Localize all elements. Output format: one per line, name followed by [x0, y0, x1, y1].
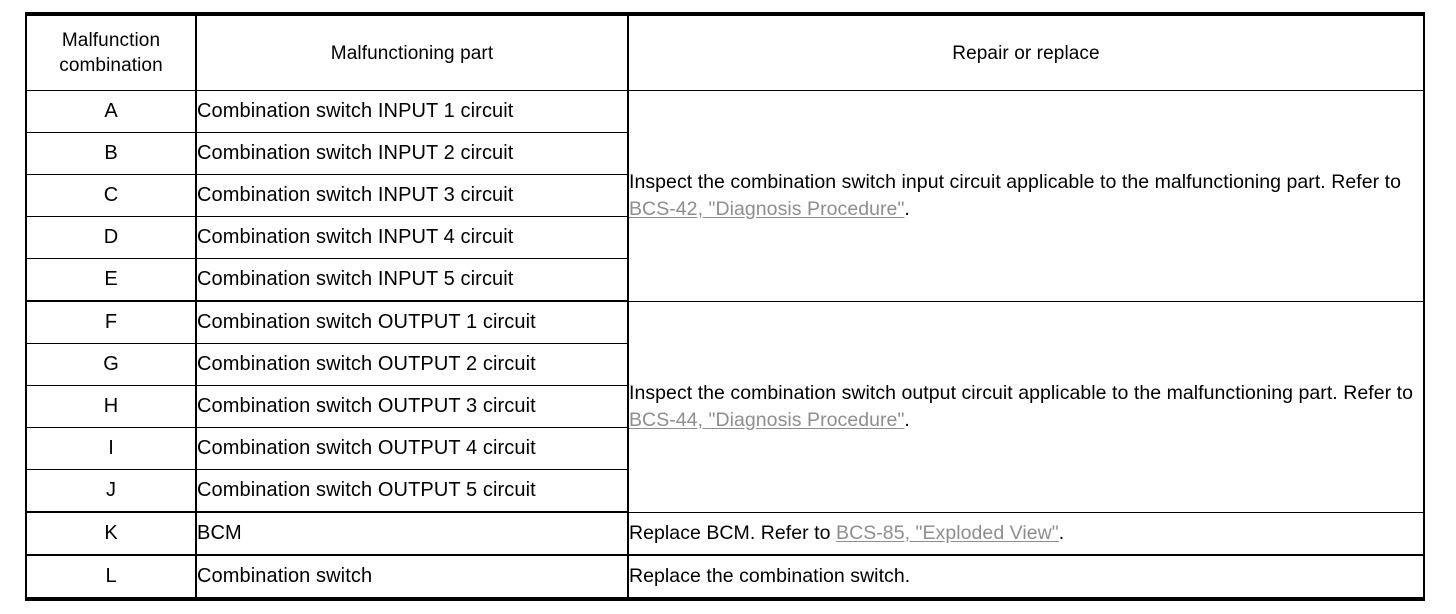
repair-text-combination-switch: Replace the combination switch.	[629, 563, 1423, 590]
cell-combination: F	[25, 300, 197, 344]
repair-text-after: .	[904, 408, 910, 431]
cell-part: Combination switch INPUT 1 circuit	[195, 90, 629, 133]
cell-part: Combination switch INPUT 3 circuit	[195, 174, 629, 217]
table-row: D Combination switch INPUT 4 circuit	[25, 216, 1424, 259]
table-row: F Combination switch OUTPUT 1 circuit In…	[25, 300, 1425, 513]
table-container: Malfunction combination Malfunctioning p…	[25, 12, 1425, 601]
cell-part: Combination switch OUTPUT 1 circuit	[195, 300, 629, 344]
cell-repair-input-group: Inspect the combination switch input cir…	[627, 90, 1425, 302]
table-row: J Combination switch OUTPUT 5 circuit	[25, 469, 1424, 513]
cell-combination: B	[25, 132, 197, 175]
header-malfunction-combination: Malfunction combination	[25, 12, 197, 91]
cell-combination: H	[25, 385, 197, 428]
repair-text-before: Replace the combination switch.	[629, 565, 911, 587]
repair-text-input-group: Inspect the combination switch input cir…	[629, 169, 1423, 223]
header-malfunctioning-part: Malfunctioning part	[195, 12, 629, 91]
table-row: H Combination switch OUTPUT 3 circuit	[25, 385, 1424, 428]
cross-reference-link-bcs-42[interactable]: BCS-42, "Diagnosis Procedure"	[629, 197, 905, 220]
repair-text-before: Inspect the combination switch output ci…	[629, 381, 1413, 404]
table-body: A Combination switch INPUT 1 circuit Ins…	[25, 90, 1425, 601]
header-malfunction-combination-line2: combination	[59, 55, 163, 76]
repair-text-before: Replace BCM. Refer to	[629, 521, 837, 544]
table-row: C Combination switch INPUT 3 circuit	[25, 174, 1424, 217]
cell-combination: E	[25, 258, 197, 302]
malfunction-combination-table: Malfunction combination Malfunctioning p…	[25, 12, 1425, 601]
cell-combination: C	[25, 174, 197, 217]
cell-combination: I	[25, 427, 197, 470]
repair-text-after: .	[1058, 521, 1065, 544]
cell-part: Combination switch INPUT 4 circuit	[195, 216, 629, 259]
cell-repair-bcm: Replace BCM. Refer to BCS-85, "Exploded …	[627, 511, 1425, 556]
table-row: B Combination switch INPUT 2 circuit	[25, 132, 1424, 175]
table-row: L Combination switch Replace the combina…	[25, 554, 1425, 601]
cell-repair-output-group: Inspect the combination switch output ci…	[627, 300, 1425, 513]
table-row: G Combination switch OUTPUT 2 circuit	[25, 343, 1424, 386]
cell-combination: L	[25, 554, 197, 601]
table-row: I Combination switch OUTPUT 4 circuit	[25, 427, 1424, 470]
cell-repair-combination-switch: Replace the combination switch.	[627, 554, 1425, 601]
cell-part: Combination switch OUTPUT 4 circuit	[195, 427, 629, 470]
header-malfunction-combination-line1: Malfunction	[61, 30, 161, 51]
cell-part: Combination switch OUTPUT 3 circuit	[195, 385, 629, 428]
header-repair-or-replace: Repair or replace	[627, 12, 1425, 91]
table-row: K BCM Replace BCM. Refer to BCS-85, "Exp…	[25, 511, 1425, 556]
table-header: Malfunction combination Malfunctioning p…	[25, 12, 1425, 91]
cell-part: BCM	[195, 511, 629, 556]
cell-part: Combination switch INPUT 5 circuit	[195, 258, 629, 302]
cell-combination: G	[25, 343, 197, 386]
repair-text-after: .	[904, 197, 910, 220]
table-row: E Combination switch INPUT 5 circuit	[25, 258, 1424, 302]
cell-combination: K	[25, 511, 197, 556]
repair-text-bcm: Replace BCM. Refer to BCS-85, "Exploded …	[629, 520, 1423, 547]
repair-text-before: Inspect the combination switch input cir…	[629, 170, 1402, 193]
cell-part: Combination switch OUTPUT 5 circuit	[195, 469, 629, 513]
header-row: Malfunction combination Malfunctioning p…	[25, 12, 1425, 91]
cross-reference-link-bcs-85[interactable]: BCS-85, "Exploded View"	[836, 521, 1059, 544]
cross-reference-link-bcs-44[interactable]: BCS-44, "Diagnosis Procedure"	[629, 408, 905, 431]
cell-part: Combination switch INPUT 2 circuit	[195, 132, 629, 175]
cell-combination: D	[25, 216, 197, 259]
cell-part: Combination switch	[195, 554, 629, 601]
repair-text-output-group: Inspect the combination switch output ci…	[629, 380, 1423, 434]
table-row: A Combination switch INPUT 1 circuit Ins…	[25, 90, 1425, 302]
cell-part: Combination switch OUTPUT 2 circuit	[195, 343, 629, 386]
cell-combination: J	[25, 469, 197, 513]
cell-combination: A	[25, 90, 197, 133]
